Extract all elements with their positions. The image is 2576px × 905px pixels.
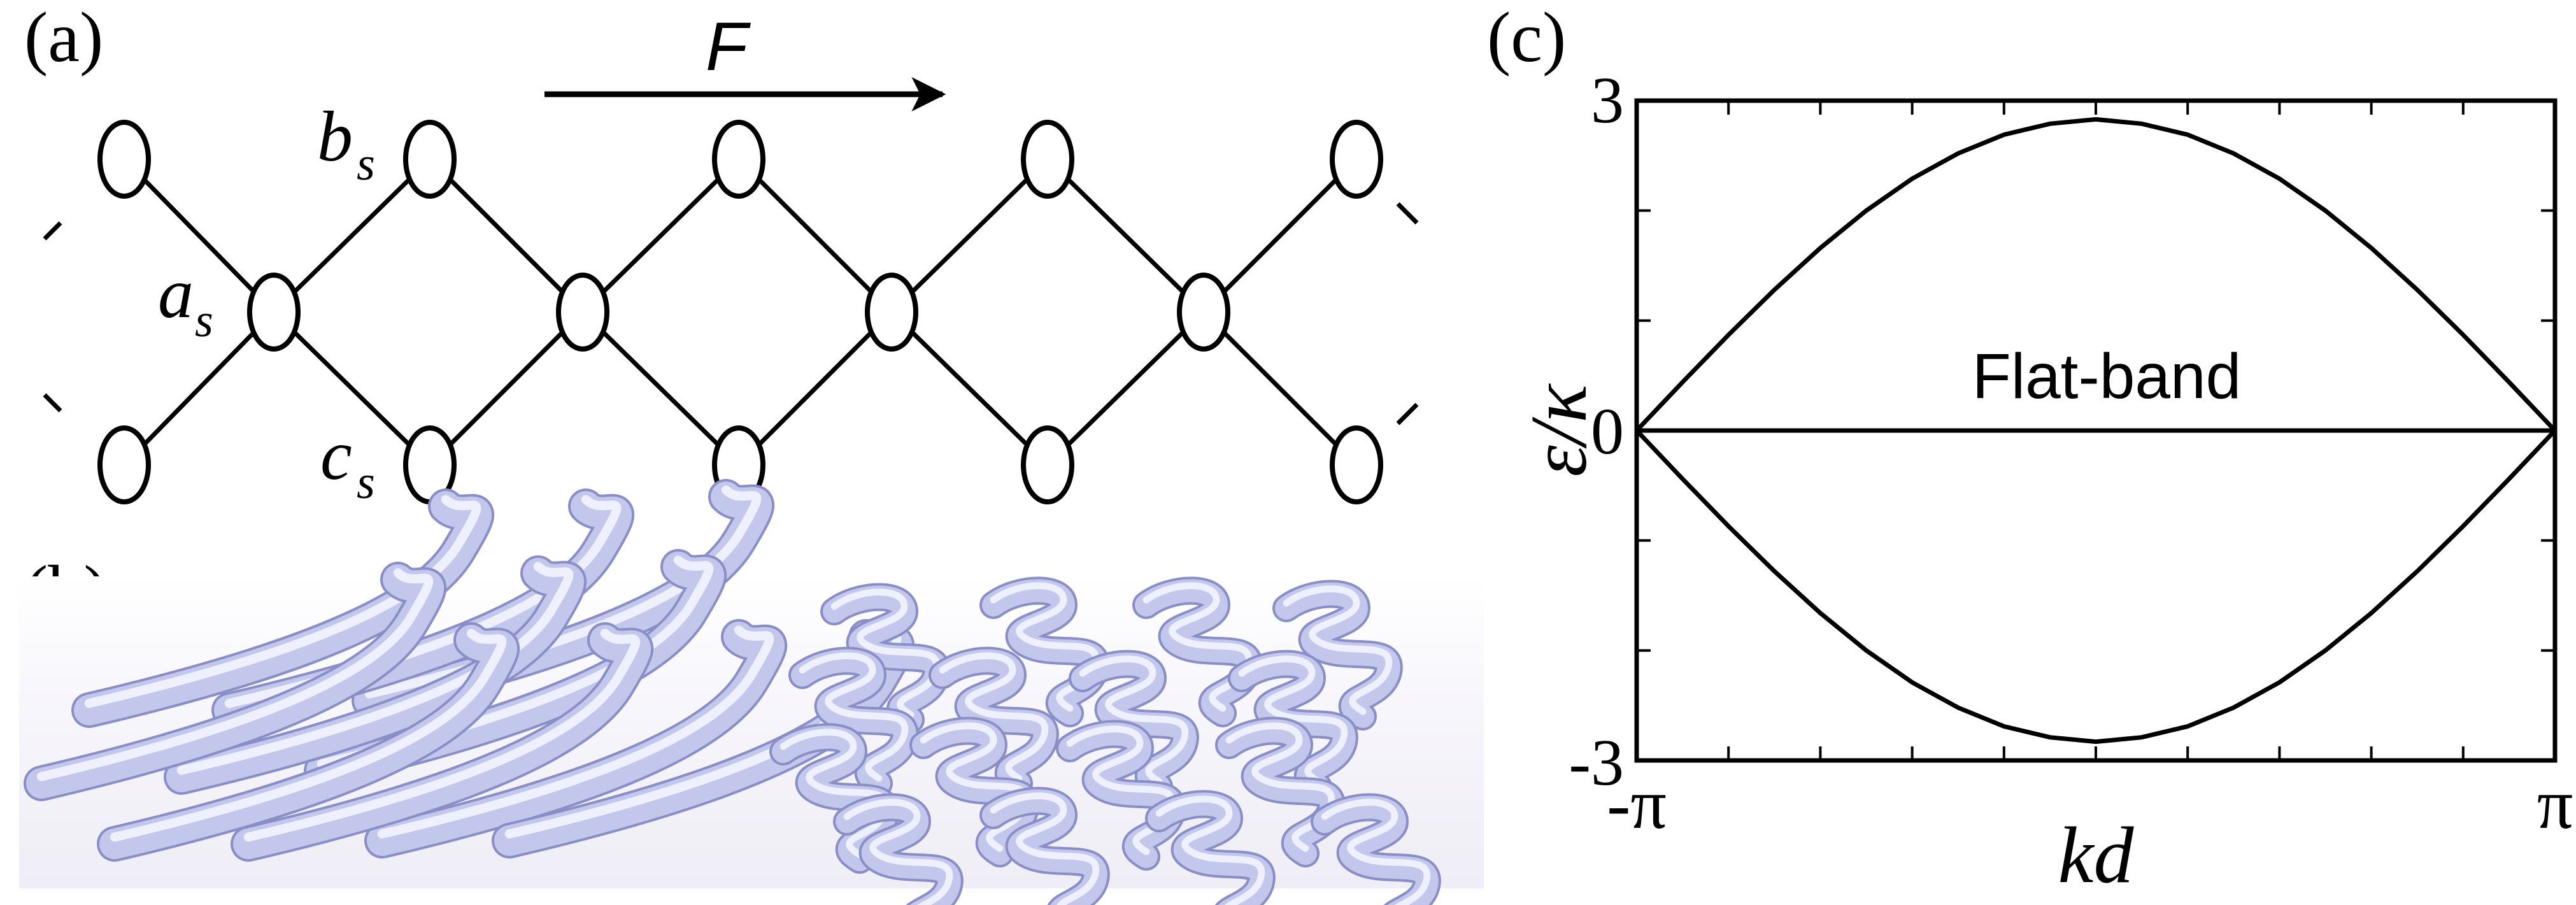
panel-b: (b) (19, 479, 1484, 905)
site-b-node (712, 120, 765, 199)
curved-waveguide (97, 622, 520, 862)
band-curve-1 (1635, 117, 2557, 432)
site-c-node (1021, 425, 1074, 504)
helical-waveguide (788, 646, 919, 797)
curved-waveguide (24, 562, 446, 801)
band-curves (1635, 117, 2557, 745)
flat-band-label: Flat-band (1972, 341, 2241, 412)
site-a-node (865, 273, 918, 352)
panel-a: (a) F (24, 0, 1419, 509)
x-tick-label-left: -π (1607, 765, 1667, 844)
panel-c-label: (c) (1487, 0, 1566, 77)
y-tick-label-top: 3 (1591, 64, 1624, 137)
helical-waveguide-array (769, 576, 1441, 905)
site-a-node (556, 273, 609, 352)
helical-waveguide (979, 787, 1110, 905)
panel-a-label: (a) (24, 0, 103, 77)
site-c-node (97, 425, 151, 504)
svg-text:s: s (357, 457, 375, 509)
y-tick-label-mid: 0 (1591, 395, 1624, 468)
x-axis-label: kd (2058, 811, 2135, 900)
svg-text:s: s (195, 295, 213, 347)
site-a-node (247, 273, 301, 352)
svg-text:a: a (158, 254, 194, 333)
lattice-bonds (43, 157, 1419, 467)
site-label-b: b s (317, 97, 375, 190)
helical-waveguide (1272, 580, 1403, 730)
site-b-node (403, 120, 457, 199)
x-tick-label-right: π (2537, 765, 2573, 844)
y-tick-label-bottom: -3 (1569, 726, 1624, 799)
y-axis-label: ε/κ (1515, 383, 1604, 477)
helical-waveguide (1145, 790, 1276, 905)
svg-text:s: s (357, 138, 375, 190)
band-curve-3 (1635, 429, 2557, 745)
panel-c: (c) Flat-band 3 0 -3 -π π kd ε/κ (1487, 0, 2573, 900)
force-label: F (706, 8, 751, 85)
curved-waveguide-array (24, 479, 914, 862)
site-label-c: c s (320, 416, 375, 509)
svg-text:c: c (320, 416, 352, 495)
site-b-node (1330, 120, 1383, 199)
helical-waveguide (929, 646, 1059, 797)
site-b-node (97, 120, 151, 199)
lattice-sites (97, 120, 1383, 504)
helical-waveguide (1228, 650, 1358, 801)
svg-text:b: b (317, 97, 353, 176)
curved-waveguide (164, 555, 587, 795)
helical-waveguide (909, 716, 1040, 867)
site-a-node (1177, 273, 1230, 352)
axis-ticks (1637, 101, 2555, 760)
site-b-node (1021, 120, 1074, 199)
helical-waveguide (769, 723, 900, 874)
curved-waveguide (364, 619, 787, 859)
helical-waveguide (1069, 650, 1199, 801)
site-label-a: a s (158, 254, 213, 347)
site-c-node (1330, 425, 1383, 504)
curved-waveguide (231, 622, 653, 862)
